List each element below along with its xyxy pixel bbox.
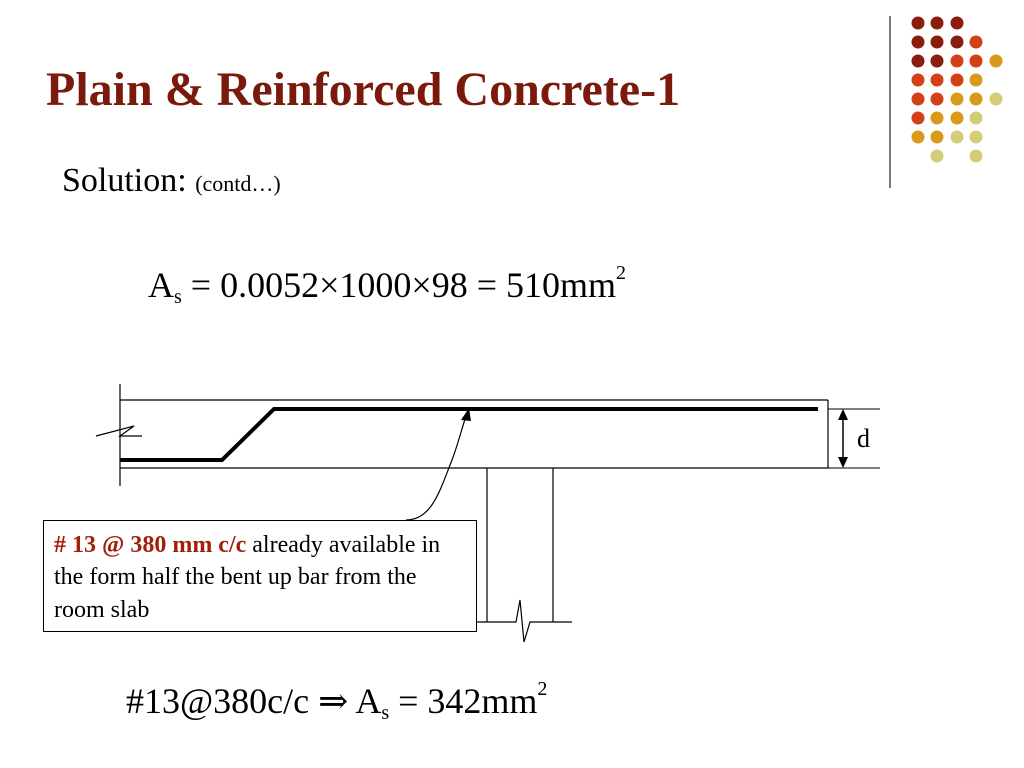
decorative-dot (989, 54, 1003, 68)
decorative-dot (969, 92, 983, 106)
decorative-dot (911, 130, 925, 144)
callout-description: already available in the form half the b… (54, 532, 441, 623)
bar-spec: #13@380c/c (126, 681, 310, 721)
provided-area-subscript: s (381, 702, 390, 724)
provided-area-expression: = 342mm (389, 681, 538, 721)
decorative-dot (950, 54, 964, 68)
subtitle-contd: (contd…) (195, 171, 281, 196)
subtitle: Solution: (contd…) (62, 162, 281, 200)
decorative-dot (930, 111, 944, 125)
provided-area-unit-power: 2 (537, 678, 548, 700)
provided-area-symbol: A (355, 681, 382, 721)
decorative-dot (950, 92, 964, 106)
implies-arrow: ⇒ (309, 681, 356, 721)
area-unit-power: 2 (616, 262, 627, 284)
callout-leader (405, 415, 467, 521)
depth-arrow-bottom (838, 457, 848, 468)
decorative-dot (930, 16, 944, 30)
depth-arrow-top (838, 409, 848, 420)
area-subscript: s (174, 286, 182, 308)
callout-bar-spec: # 13 @ 380 mm c/c (54, 532, 247, 558)
provided-area-equation: #13@380c/c ⇒ As = 342mm2 (126, 678, 547, 725)
decorative-dot-grid (911, 16, 1003, 163)
decorative-dot (950, 35, 964, 49)
subtitle-main: Solution: (62, 162, 187, 199)
decorative-dot (969, 130, 983, 144)
decorative-dot (969, 35, 983, 49)
decorative-dot (930, 35, 944, 49)
decorative-dot (930, 149, 944, 163)
decorative-dot (969, 149, 983, 163)
area-equation: As = 0.0052×1000×98 = 510mm2 (148, 262, 626, 309)
decorative-dot (969, 54, 983, 68)
decorative-dot (911, 35, 925, 49)
decorative-dot (950, 130, 964, 144)
decorative-dot (969, 111, 983, 125)
slide-title: Plain & Reinforced Concrete-1 (46, 63, 681, 116)
decorative-dot (911, 54, 925, 68)
area-symbol: A (148, 265, 174, 305)
decorative-dot (969, 73, 983, 87)
depth-label: d (857, 424, 870, 453)
decorative-dot (930, 73, 944, 87)
decorative-dot (950, 16, 964, 30)
decorative-dot (911, 92, 925, 106)
bar-callout: # 13 @ 380 mm c/c already available in t… (43, 520, 477, 632)
decorative-dot (950, 73, 964, 87)
bent-up-bar (120, 407, 818, 462)
callout-leader-arrow (461, 408, 471, 421)
decorative-dot (950, 111, 964, 125)
decorative-dot (930, 130, 944, 144)
decorative-dot (911, 73, 925, 87)
decorative-dot (930, 92, 944, 106)
area-expression: = 0.0052×1000×98 = 510mm (181, 265, 617, 305)
decorative-dot (911, 111, 925, 125)
divider-line (889, 16, 891, 188)
left-break-symbol (95, 425, 142, 437)
decorative-dot (930, 54, 944, 68)
decorative-dot (989, 92, 1003, 106)
beam-break-symbol (466, 599, 572, 643)
decorative-dot (911, 16, 925, 30)
